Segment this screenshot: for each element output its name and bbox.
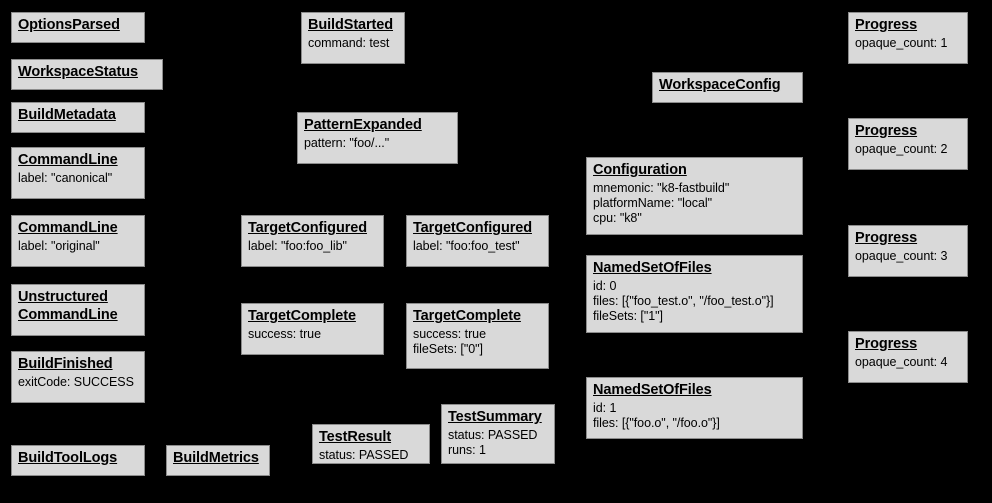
event-node-named-set-of-files-0[interactable]: NamedSetOfFiles id: 0 files: [{"foo_test.… [586,255,803,333]
event-node-fields: label: "foo:foo_test" [413,238,520,253]
event-node-build-metadata[interactable]: BuildMetadata [11,102,145,133]
event-node-fields: opaque_count: 3 [855,248,948,263]
event-node-progress-4[interactable]: Progress opaque_count: 4 [848,331,968,383]
event-node-target-configured-foo-lib[interactable]: TargetConfigured label: "foo:foo_lib" [241,215,384,267]
event-node-fields: id: 0 files: [{"foo_test.o", "/foo_test.… [593,278,774,324]
event-node-title: CommandLine [18,152,118,168]
event-node-title: WorkspaceConfig [659,77,781,93]
event-node-fields: id: 1 files: [{"foo.o", "/foo.o"}] [593,400,720,430]
event-node-unstructured-command-line[interactable]: Unstructured CommandLine [11,284,145,336]
event-node-progress-3[interactable]: Progress opaque_count: 3 [848,225,968,277]
event-node-build-tool-logs[interactable]: BuildToolLogs [11,445,145,476]
event-node-fields: command: test [308,35,390,50]
event-node-fields: success: true [248,326,321,341]
event-node-options-parsed[interactable]: OptionsParsed [11,12,145,43]
event-node-command-line-canonical[interactable]: CommandLine label: "canonical" [11,147,145,199]
event-node-fields: status: PASSED [319,447,409,462]
event-node-title: BuildToolLogs [18,450,118,466]
event-node-title: BuildMetrics [173,450,259,466]
event-node-progress-1[interactable]: Progress opaque_count: 1 [848,12,968,64]
event-node-test-result[interactable]: TestResult status: PASSED [312,424,430,464]
event-node-title: OptionsParsed [18,17,120,33]
event-node-title: NamedSetOfFiles [593,382,712,398]
event-node-pattern-expanded[interactable]: PatternExpanded pattern: "foo/..." [297,112,458,164]
event-node-fields: exitCode: SUCCESS [18,374,134,389]
event-node-fields: label: "canonical" [18,170,113,185]
event-node-target-complete-foo-lib[interactable]: TargetComplete success: true [241,303,384,355]
event-node-fields: pattern: "foo/..." [304,135,390,150]
event-node-fields: opaque_count: 1 [855,35,948,50]
event-node-title: Progress [855,336,918,352]
event-node-build-metrics[interactable]: BuildMetrics [166,445,270,476]
event-node-target-complete-foo-test[interactable]: TargetComplete success: true fileSets: ["… [406,303,549,369]
event-node-build-started[interactable]: BuildStarted command: test [301,12,405,64]
event-node-fields: mnemonic: "k8-fastbuild" platformName: "… [593,180,730,226]
event-node-fields: opaque_count: 2 [855,141,948,156]
event-node-title: BuildFinished [18,356,113,372]
event-node-title: PatternExpanded [304,117,422,133]
event-node-configuration[interactable]: Configuration mnemonic: "k8-fastbuild" pl… [586,157,803,235]
event-node-title: BuildStarted [308,17,394,33]
event-node-title: Configuration [593,162,687,178]
event-node-title: CommandLine [18,220,118,236]
event-node-fields: label: "original" [18,238,100,253]
event-node-title: TargetConfigured [248,220,367,236]
event-node-title: Unstructured CommandLine [18,289,118,323]
event-node-command-line-original[interactable]: CommandLine label: "original" [11,215,145,267]
event-node-fields: success: true fileSets: ["0"] [413,326,486,356]
event-node-fields: label: "foo:foo_lib" [248,238,347,253]
event-node-title: BuildMetadata [18,107,116,123]
event-node-fields: status: PASSED runs: 1 [448,427,538,457]
event-node-title: TestResult [319,429,392,445]
event-node-title: TargetComplete [413,308,521,324]
event-node-test-summary[interactable]: TestSummary status: PASSED runs: 1 [441,404,555,464]
event-node-title: TargetConfigured [413,220,532,236]
event-node-title: Progress [855,230,918,246]
event-node-title: Progress [855,17,918,33]
event-node-title: NamedSetOfFiles [593,260,712,276]
event-node-named-set-of-files-1[interactable]: NamedSetOfFiles id: 1 files: [{"foo.o", "… [586,377,803,439]
event-node-progress-2[interactable]: Progress opaque_count: 2 [848,118,968,170]
event-node-title: WorkspaceStatus [18,64,138,80]
event-node-title: TargetComplete [248,308,356,324]
event-node-title: Progress [855,123,918,139]
event-node-workspace-config[interactable]: WorkspaceConfig [652,72,803,103]
event-node-title: TestSummary [448,409,542,425]
event-node-target-configured-foo-test[interactable]: TargetConfigured label: "foo:foo_test" [406,215,549,267]
event-node-workspace-status[interactable]: WorkspaceStatus [11,59,163,90]
event-node-build-finished[interactable]: BuildFinished exitCode: SUCCESS [11,351,145,403]
event-node-fields: opaque_count: 4 [855,354,948,369]
